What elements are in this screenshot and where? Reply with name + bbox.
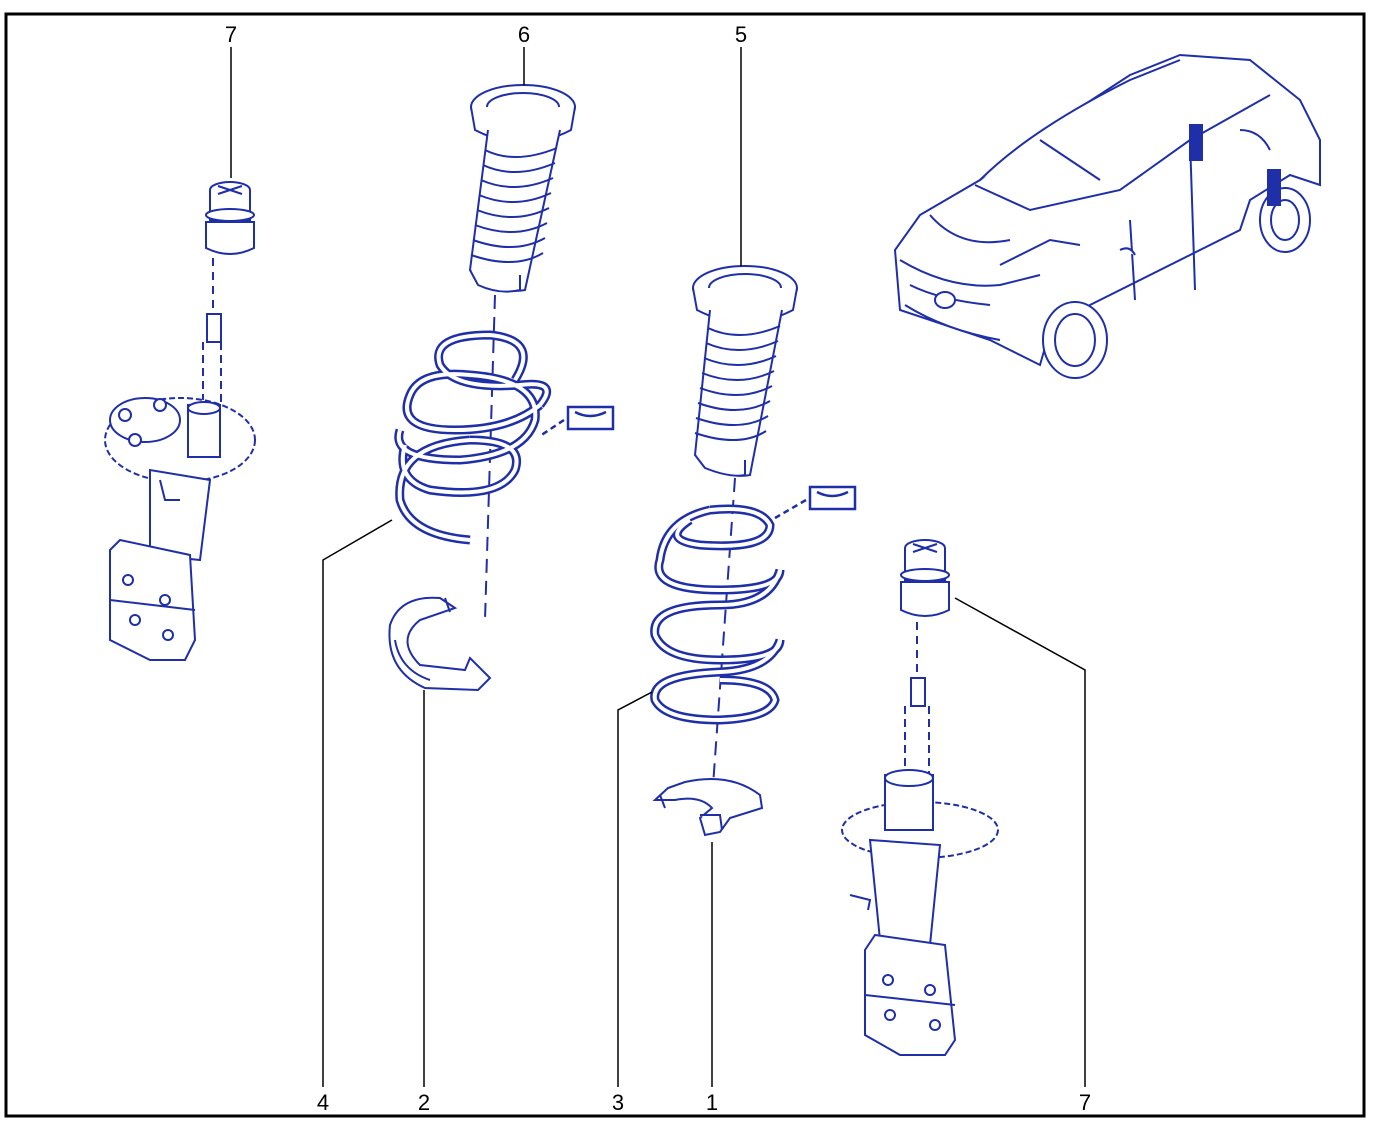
replacement-kit-icon-2: [774, 485, 857, 520]
leader-4: [322, 519, 393, 1087]
callout-5: 5: [734, 22, 748, 47]
strut-assembly-left: [104, 181, 256, 661]
diagram-border: [4, 12, 1366, 1118]
leader-3: [617, 691, 653, 1087]
leader-7-right: [954, 597, 1086, 1087]
bump-stop-right-icon: [900, 539, 950, 617]
leader-lines: [230, 47, 1086, 1087]
callout-4: 4: [316, 1090, 330, 1115]
bump-stop-left-icon: [205, 181, 255, 255]
car-silhouette-icon: [893, 53, 1321, 379]
dust-boot-5: [692, 265, 798, 801]
spring-seat-2: [388, 596, 492, 692]
callout-7-bottom-right: 7: [1078, 1090, 1092, 1115]
coil-spring-3-inner: [652, 507, 782, 723]
callout-7-top-left: 7: [224, 22, 238, 47]
callout-1: 1: [705, 1090, 719, 1115]
coil-spring-4-inner: [396, 332, 549, 542]
replacement-kit-icon-1: [539, 405, 615, 438]
callout-3: 3: [611, 1090, 625, 1115]
strut-assembly-right: [841, 539, 999, 1056]
spring-seat-1: [652, 777, 764, 837]
callout-6: 6: [517, 22, 531, 47]
dust-boot-6: [468, 84, 576, 621]
callout-2: 2: [417, 1090, 431, 1115]
